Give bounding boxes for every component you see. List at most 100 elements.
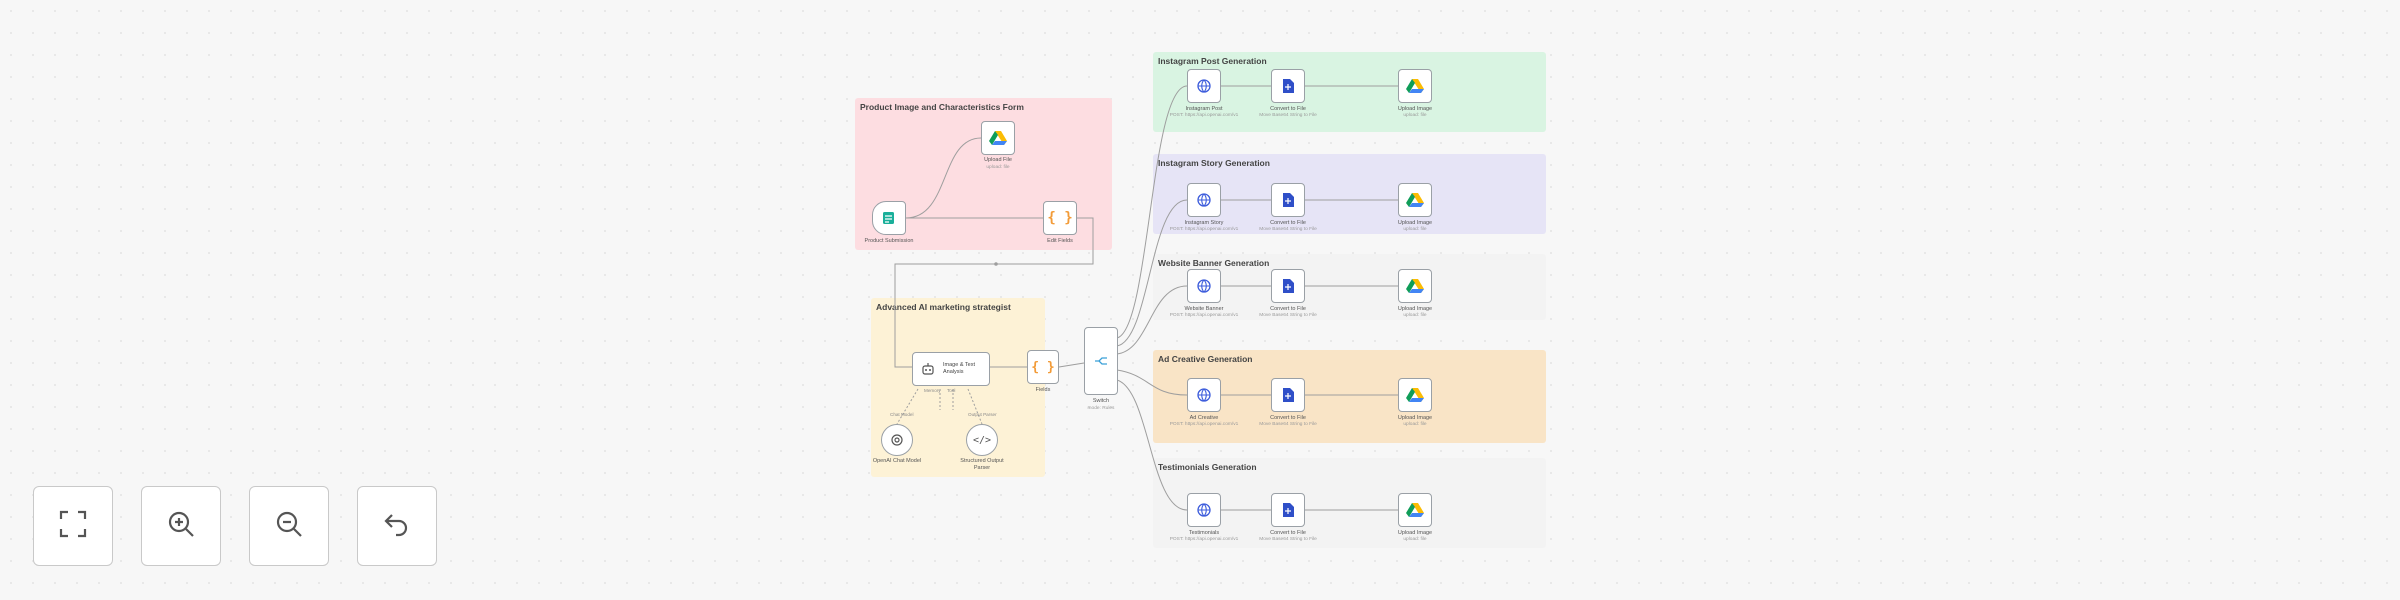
node-subtitle: Move Base64 String to File — [1259, 227, 1317, 232]
fit-view-icon — [58, 509, 88, 544]
zoom-out-button[interactable] — [249, 486, 329, 566]
connection-line — [894, 217, 1094, 368]
node-subtitle: mode: Rules — [1087, 406, 1115, 411]
google-drive-icon — [1406, 387, 1424, 403]
port-label: Output Parser — [968, 412, 997, 417]
node-label: Upload Image — [1397, 306, 1433, 312]
code-tag-icon: </> — [972, 434, 992, 446]
connection-line — [1116, 379, 1188, 511]
node-label: Upload Image — [1397, 220, 1433, 226]
fit-view-button[interactable] — [33, 486, 113, 566]
code-braces-icon: { } — [1047, 210, 1073, 226]
edit-fields-node[interactable]: { } — [1027, 350, 1059, 384]
node-subtitle: upload: file — [1403, 313, 1427, 318]
port-label: Tool — [947, 388, 956, 393]
node-subtitle: upload: file — [1403, 422, 1427, 427]
sticky-title: Instagram Post Generation — [1158, 56, 1267, 66]
edit-fields-node[interactable]: { } — [1043, 201, 1077, 235]
globe-icon — [1196, 502, 1212, 518]
node-label: Convert to File — [1270, 106, 1306, 112]
connection-line — [967, 388, 983, 425]
connection-line — [1058, 362, 1085, 368]
openai-icon — [890, 433, 904, 447]
chat-model-node[interactable] — [881, 424, 913, 456]
upload-image-node[interactable] — [1398, 183, 1432, 217]
node-label: Convert to File — [1270, 220, 1306, 226]
connection-line — [905, 137, 982, 219]
port-label: Memory — [924, 388, 941, 393]
convert-to-file-node[interactable] — [1271, 493, 1305, 527]
upload-image-node[interactable] — [1398, 69, 1432, 103]
zoom-in-button[interactable] — [141, 486, 221, 566]
node-subtitle: upload: file — [1403, 113, 1427, 118]
node-label: Website Banner — [1184, 306, 1224, 312]
form-trigger-node[interactable] — [872, 201, 906, 235]
file-convert-icon — [1281, 502, 1295, 518]
sticky-title: Ad Creative Generation — [1158, 354, 1253, 364]
undo-icon — [382, 509, 412, 544]
node-subtitle: POST: https://api.openai.com/v1 — [1169, 113, 1239, 118]
node-label: Instagram Story — [1184, 220, 1224, 226]
port-label: Chat Model — [890, 412, 914, 417]
node-label: Instagram Post — [1185, 106, 1223, 112]
output-parser-node[interactable]: </> — [966, 424, 998, 456]
node-label: Switch — [1092, 398, 1110, 404]
convert-to-file-node[interactable] — [1271, 269, 1305, 303]
node-subtitle: upload: file — [1403, 227, 1427, 232]
node-label: Ad Creative — [1189, 415, 1219, 421]
google-drive-icon — [1406, 278, 1424, 294]
node-subtitle: POST: https://api.openai.com/v1 — [1169, 422, 1239, 427]
ai-agent-node[interactable]: Image & Text Analysis — [912, 352, 990, 386]
node-label: Product Submission — [864, 238, 914, 244]
node-label: Upload Image — [1397, 530, 1433, 536]
node-label: Convert to File — [1270, 306, 1306, 312]
node-label: OpenAI Chat Model — [872, 458, 922, 464]
http-request-node[interactable] — [1187, 493, 1221, 527]
node-subtitle: upload: file — [986, 165, 1010, 170]
sticky-title: Website Banner Generation — [1158, 258, 1270, 268]
convert-to-file-node[interactable] — [1271, 378, 1305, 412]
upload-image-node[interactable] — [1398, 378, 1432, 412]
node-subtitle: POST: https://api.openai.com/v1 — [1169, 537, 1239, 542]
connection-line — [1116, 285, 1188, 355]
http-request-node[interactable] — [1187, 183, 1221, 217]
form-trigger-icon — [880, 209, 898, 227]
http-request-node[interactable] — [1187, 69, 1221, 103]
node-subtitle: upload: file — [1403, 537, 1427, 542]
node-subtitle: Move Base64 String to File — [1259, 537, 1317, 542]
google-drive-icon — [989, 130, 1007, 146]
http-request-node[interactable] — [1187, 378, 1221, 412]
file-convert-icon — [1281, 78, 1295, 94]
connection-line — [1116, 369, 1188, 396]
http-request-node[interactable] — [1187, 269, 1221, 303]
convert-to-file-node[interactable] — [1271, 69, 1305, 103]
switch-node[interactable] — [1084, 327, 1118, 395]
node-label: Upload Image — [1397, 415, 1433, 421]
node-label: Convert to File — [1270, 415, 1306, 421]
globe-icon — [1196, 278, 1212, 294]
node-label: Upload File — [984, 157, 1012, 163]
node-subtitle: POST: https://api.openai.com/v1 — [1169, 313, 1239, 318]
node-subtitle: Move Base64 String to File — [1259, 313, 1317, 318]
connection-line — [1116, 85, 1188, 339]
node-label: Testimonials — [1188, 530, 1220, 536]
sticky-title: Testimonials Generation — [1158, 462, 1257, 472]
sticky-title: Advanced AI marketing strategist — [876, 302, 1011, 312]
node-label: Upload Image — [1397, 106, 1433, 112]
upload-image-node[interactable] — [1398, 269, 1432, 303]
robot-icon — [921, 362, 935, 381]
upload-image-node[interactable] — [1398, 493, 1432, 527]
globe-icon — [1196, 78, 1212, 94]
node-label: Convert to File — [1270, 530, 1306, 536]
reset-zoom-button[interactable] — [357, 486, 437, 566]
upload-file-node[interactable] — [981, 121, 1015, 155]
sticky-note-story[interactable]: Instagram Story Generation — [1153, 154, 1546, 234]
file-convert-icon — [1281, 387, 1295, 403]
convert-to-file-node[interactable] — [1271, 183, 1305, 217]
google-drive-icon — [1406, 192, 1424, 208]
connection-line — [896, 388, 919, 425]
file-convert-icon — [1281, 278, 1295, 294]
ai-agent-title: Image & Text Analysis — [943, 362, 975, 375]
